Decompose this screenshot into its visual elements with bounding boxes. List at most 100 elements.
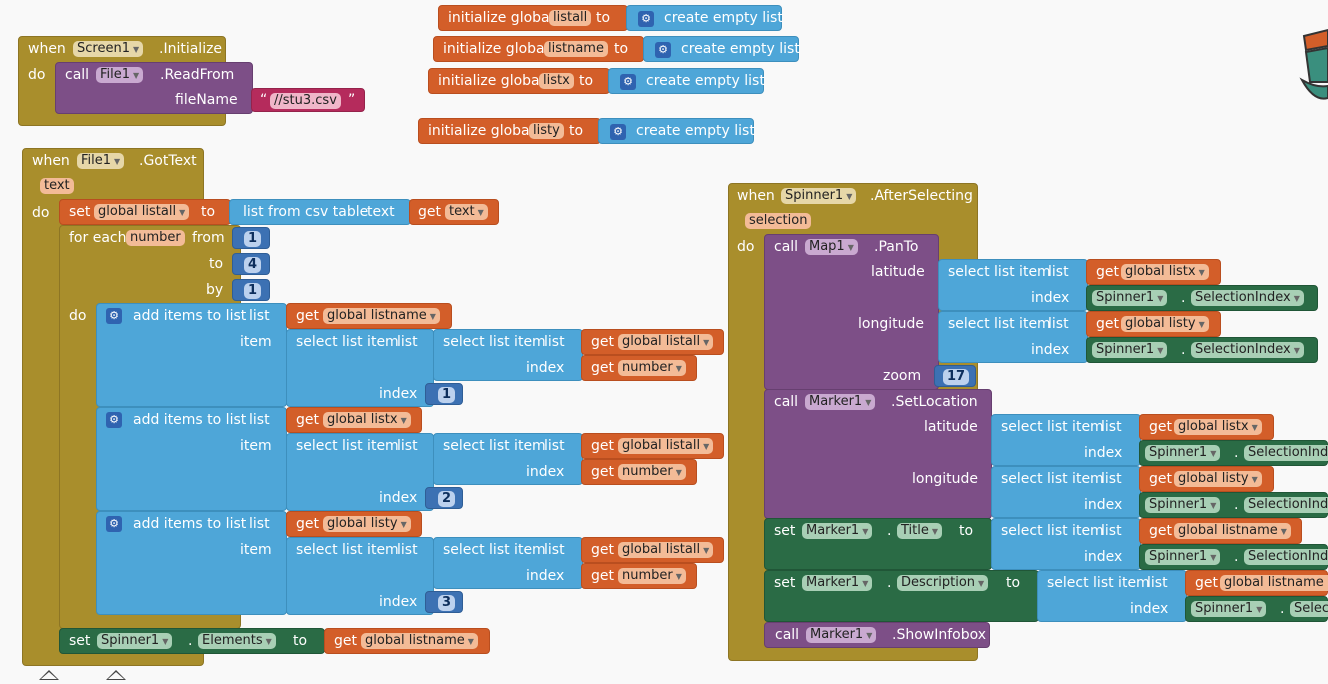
- get-number[interactable]: get number▼: [581, 563, 697, 589]
- var-name-listy[interactable]: listy: [529, 123, 564, 139]
- property-dropdown-selectionindex[interactable]: SelectionIndex▼: [1191, 342, 1304, 358]
- number-block-from[interactable]: 1: [232, 227, 270, 249]
- component-dropdown-file1[interactable]: File1▼: [96, 67, 144, 83]
- var-dropdown-global-listname[interactable]: global listname▼: [1174, 523, 1291, 539]
- property-dropdown-selectionindex[interactable]: SelectionIndex▼: [1191, 290, 1304, 306]
- get-global-listy[interactable]: get global listy▼: [1086, 311, 1221, 337]
- var-dropdown-global-listall[interactable]: global listall▼: [94, 204, 190, 220]
- loop-variable-number[interactable]: number: [126, 230, 185, 246]
- property-dropdown-title[interactable]: Title▼: [897, 523, 943, 539]
- select-list-item-inner[interactable]: [433, 537, 583, 589]
- var-dropdown-global-listall[interactable]: global listall▼: [618, 438, 714, 454]
- get-global-listall[interactable]: get global listall▼: [581, 433, 724, 459]
- list-from-csv-table[interactable]: list from csv table text: [229, 199, 411, 225]
- gear-icon[interactable]: ⚙: [106, 308, 122, 324]
- get-global-listname[interactable]: get global listname▼: [324, 628, 490, 654]
- number-value[interactable]: 3: [438, 595, 456, 611]
- create-empty-list-1[interactable]: ⚙ create empty list: [626, 5, 783, 31]
- number-value[interactable]: 1: [244, 231, 262, 247]
- select-list-item-title[interactable]: [991, 518, 1141, 570]
- get-global-listall[interactable]: get global listall▼: [581, 329, 724, 355]
- call-marker1-setlocation[interactable]: [764, 389, 992, 519]
- gear-icon[interactable]: ⚙: [620, 74, 636, 90]
- spinner1-selectionindex[interactable]: Spinner1▼ . Selec: [1185, 596, 1328, 622]
- text-literal-value[interactable]: //stu3.csv: [270, 93, 341, 109]
- select-list-item-inner[interactable]: [433, 433, 583, 485]
- component-dropdown-file1[interactable]: File1▼: [77, 153, 125, 169]
- var-dropdown-number[interactable]: number▼: [618, 464, 686, 480]
- collapse-triangle-icon[interactable]: [39, 670, 59, 680]
- set-global-listall[interactable]: set global listall▼ to: [59, 199, 231, 225]
- get-text[interactable]: get text▼: [409, 199, 499, 225]
- number-block-by[interactable]: 1: [232, 279, 270, 301]
- number-value[interactable]: 4: [244, 257, 262, 273]
- var-dropdown-global-listx[interactable]: global listx▼: [1121, 264, 1209, 280]
- property-dropdown-selectionindex[interactable]: SelectionInd: [1244, 549, 1328, 565]
- get-global-listx[interactable]: get global listx▼: [1086, 259, 1221, 285]
- call-file1-readfrom[interactable]: [55, 62, 253, 114]
- component-dropdown-spinner1[interactable]: Spinner1▼: [1191, 601, 1267, 617]
- component-dropdown-screen1[interactable]: Screen1▼: [73, 41, 144, 57]
- spinner1-selectionindex[interactable]: Spinner1▼ . SelectionIndex▼: [1086, 285, 1318, 311]
- var-name-listall[interactable]: listall: [549, 10, 592, 26]
- var-name-listname[interactable]: listname: [544, 41, 608, 57]
- var-dropdown-number[interactable]: number▼: [618, 568, 686, 584]
- property-dropdown-description[interactable]: Description▼: [897, 575, 989, 591]
- number-block-index[interactable]: 3: [425, 591, 463, 613]
- var-dropdown-global-listx[interactable]: global listx▼: [323, 412, 411, 428]
- property-dropdown-elements[interactable]: Elements▼: [198, 633, 276, 649]
- gear-icon[interactable]: ⚙: [638, 11, 654, 27]
- spinner1-selectionindex[interactable]: Spinner1▼ . SelectionInd: [1139, 544, 1328, 570]
- var-dropdown-global-listname[interactable]: global listname: [1220, 575, 1328, 591]
- number-value[interactable]: 2: [438, 491, 456, 507]
- call-map1-panto[interactable]: [764, 234, 939, 390]
- var-dropdown-text[interactable]: text▼: [445, 204, 488, 220]
- get-number[interactable]: get number▼: [581, 459, 697, 485]
- get-global-listname[interactable]: get global listname▼: [286, 303, 452, 329]
- component-dropdown-spinner1[interactable]: Spinner1▼: [1145, 549, 1221, 565]
- init-global-listname[interactable]: initialize global listname to: [433, 36, 644, 62]
- component-dropdown-marker1[interactable]: Marker1▼: [806, 627, 877, 643]
- collapse-triangle-icon[interactable]: [106, 670, 126, 680]
- text-literal-block[interactable]: “ //stu3.csv ”: [251, 88, 365, 112]
- event-param-selection[interactable]: selection: [745, 213, 812, 229]
- component-dropdown-spinner1[interactable]: Spinner1▼: [781, 188, 857, 204]
- number-block-index[interactable]: 2: [425, 487, 463, 509]
- init-global-listall[interactable]: initialize global listall to: [438, 5, 628, 31]
- select-list-item-latitude[interactable]: [991, 414, 1141, 466]
- component-dropdown-marker1[interactable]: Marker1▼: [802, 523, 873, 539]
- get-global-listname[interactable]: get global listname: [1185, 570, 1328, 596]
- var-dropdown-global-listname[interactable]: global listname▼: [323, 308, 440, 324]
- init-global-listx[interactable]: initialize global listx to: [428, 68, 610, 94]
- spinner1-selectionindex[interactable]: Spinner1▼ . SelectionInd: [1139, 492, 1328, 518]
- var-dropdown-global-listname[interactable]: global listname▼: [361, 633, 478, 649]
- property-dropdown-selectionindex[interactable]: SelectionInd: [1244, 445, 1328, 461]
- get-number[interactable]: get number▼: [581, 355, 697, 381]
- get-global-listy[interactable]: get global listy▼: [286, 511, 422, 537]
- select-list-item-latitude[interactable]: [938, 259, 1088, 311]
- var-dropdown-global-listy[interactable]: global listy▼: [1121, 316, 1209, 332]
- component-dropdown-spinner1[interactable]: Spinner1▼: [1092, 342, 1168, 358]
- number-block-to[interactable]: 4: [232, 253, 270, 275]
- select-list-item-longitude[interactable]: [991, 466, 1141, 518]
- component-dropdown-spinner1[interactable]: Spinner1▼: [1092, 290, 1168, 306]
- select-list-item-description[interactable]: [1037, 570, 1187, 622]
- gear-icon[interactable]: ⚙: [106, 516, 122, 532]
- select-list-item-outer[interactable]: [286, 329, 434, 407]
- get-global-listx[interactable]: get global listx▼: [1139, 414, 1274, 440]
- create-empty-list-4[interactable]: ⚙ create empty list: [598, 118, 755, 144]
- var-name-listx[interactable]: listx: [539, 73, 574, 89]
- var-dropdown-global-listy[interactable]: global listy▼: [323, 516, 411, 532]
- select-list-item-inner[interactable]: [433, 329, 583, 381]
- component-dropdown-spinner1[interactable]: Spinner1▼: [97, 633, 173, 649]
- trash-can-icon[interactable]: [1296, 24, 1328, 104]
- var-dropdown-global-listy[interactable]: global listy▼: [1174, 471, 1262, 487]
- component-dropdown-marker1[interactable]: Marker1▼: [805, 394, 876, 410]
- get-global-listx[interactable]: get global listx▼: [286, 407, 422, 433]
- var-dropdown-global-listall[interactable]: global listall▼: [618, 542, 714, 558]
- component-dropdown-spinner1[interactable]: Spinner1▼: [1145, 445, 1221, 461]
- init-global-listy[interactable]: initialize global listy to: [418, 118, 601, 144]
- component-dropdown-map1[interactable]: Map1▼: [805, 239, 858, 255]
- get-global-listall[interactable]: get global listall▼: [581, 537, 724, 563]
- property-dropdown-selectionindex[interactable]: Selec: [1290, 601, 1328, 617]
